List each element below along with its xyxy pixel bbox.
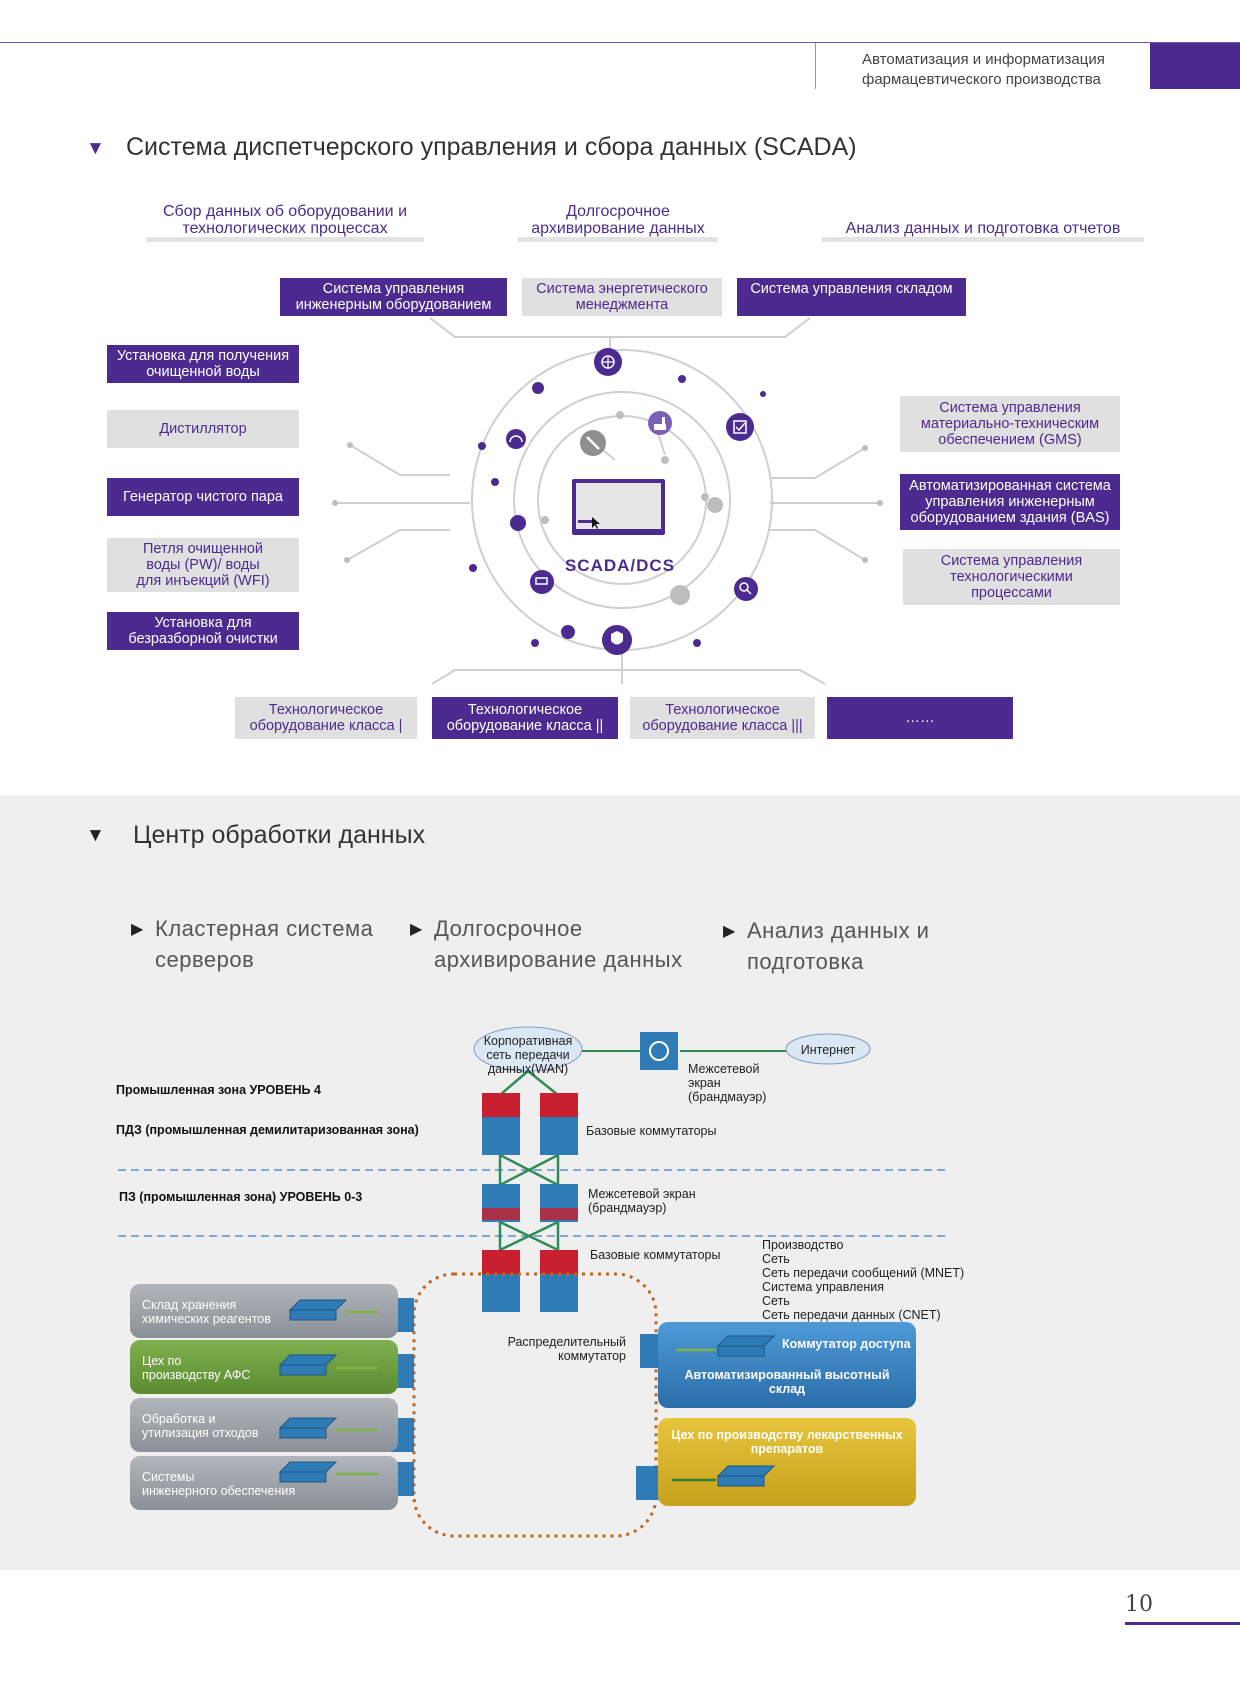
category-archiving: Долгосрочное архивирование данных: [518, 203, 718, 242]
category-data-collection: Сбор данных об оборудовании и технологич…: [146, 203, 424, 242]
core-switches-label: Базовые коммутаторы: [586, 1124, 717, 1138]
wan-label: Корпоративная сеть передачи данных(WAN): [483, 1034, 573, 1076]
zone-utilities: Системы инженерного обеспечения: [130, 1456, 398, 1510]
box-pw-wfi-loop: Петля очищенной воды (PW)/ воды для инъе…: [107, 538, 299, 592]
box-clean-steam-generator: Генератор чистого пара: [107, 478, 299, 516]
category-analysis: Анализ данных и подготовка отчетов: [822, 220, 1144, 242]
magnifier-icon: [734, 577, 758, 601]
box-equipment-class-1: Технологическое оборудование класса |: [235, 697, 417, 739]
wrench-icon: [580, 430, 606, 456]
item-server-cluster: Кластерная система серверов: [155, 916, 374, 972]
box-purified-water-unit: Установка для получения очищенной воды: [107, 345, 299, 383]
cart-icon: [530, 570, 554, 594]
header-title: Автоматизация и информатизация фармацевт…: [862, 51, 1105, 88]
dmz-label: ПДЗ (промышленная демилитаризованная зон…: [116, 1123, 419, 1137]
monitor-icon: [572, 479, 665, 535]
box-warehouse-control: Система управления складом: [737, 278, 966, 316]
internet-label: Интернет: [800, 1043, 856, 1057]
level4-label: Промышленная зона УРОВЕНЬ 4: [116, 1083, 321, 1097]
firewall-icon: [640, 1032, 678, 1070]
zone-drug-plant: Цех по производству лекарственных препар…: [658, 1418, 916, 1506]
zone-warehouse: Автоматизированный высотный склад: [658, 1322, 916, 1408]
zone-waste: Обработка и утилизация отходов: [130, 1398, 398, 1452]
firewall-switch-icon: [482, 1184, 578, 1222]
item-analysis: Анализ данных и подготовка: [747, 918, 930, 974]
box-engineering-control: Система управления инженерным оборудован…: [280, 278, 507, 316]
triangle-down-icon: ▼: [86, 825, 105, 846]
access-switches: [278, 1299, 776, 1487]
access-switch-label: Коммутатор доступа: [782, 1337, 911, 1351]
triangle-right-icon: ▶: [410, 921, 423, 938]
distribution-label: Распределительный коммутатор: [507, 1335, 626, 1363]
box-equipment-class-3: Технологическое оборудование класса |||: [630, 697, 815, 739]
triangle-right-icon: ▶: [131, 921, 144, 938]
box-cip-unit: Установка для безразборной очистки: [107, 612, 299, 650]
pz-label: ПЗ (промышленная зона) УРОВЕНЬ 0-3: [119, 1190, 363, 1204]
box-distiller: Дистиллятор: [107, 410, 299, 448]
core-switch-icon: [482, 1093, 578, 1155]
triangle-right-icon: ▶: [723, 923, 736, 940]
scada-diagram: [332, 317, 883, 685]
zone-chemical-storage: Склад хранения химических реагентов: [130, 1284, 398, 1338]
header-accent-block: [1150, 43, 1240, 89]
box-process-control: Система управления технологическими проц…: [903, 549, 1120, 605]
internet-cloud-icon: [785, 1033, 871, 1065]
gauge-icon: [506, 429, 526, 449]
firewall-top-label: Межсетевой экран (брандмауэр): [688, 1062, 767, 1104]
core-switch-icon: [482, 1250, 578, 1312]
box-energy-management: Система энергетического менеджмента: [522, 278, 722, 316]
item-archiving: Долгосрочное архивирование данных: [434, 916, 683, 972]
factory-icon: [648, 411, 672, 435]
globe-icon: [594, 348, 622, 376]
triangle-down-icon: ▼: [86, 138, 105, 159]
box-more: ……: [827, 697, 1013, 739]
checklist-icon: [726, 413, 754, 441]
header-separator: [815, 43, 816, 89]
core-switches-2-label: Базовые коммутаторы: [590, 1248, 721, 1262]
section-title-scada: Система диспетчерского управления и сбор…: [126, 133, 857, 161]
shield-icon: [602, 625, 632, 655]
production-list: Производство Сеть Сеть передачи сообщени…: [762, 1238, 965, 1322]
firewall-mid-label: Межсетевой экран (брандмауэр): [588, 1187, 696, 1215]
center-label: SCADA/DCS: [564, 556, 676, 575]
page-number-rule: [1125, 1622, 1240, 1625]
section-title-datacenter: Центр обработки данных: [133, 821, 426, 849]
header-rule: [0, 42, 1240, 43]
box-equipment-class-2: Технологическое оборудование класса ||: [432, 697, 618, 739]
box-bas: Автоматизированная система управления ин…: [900, 474, 1120, 530]
box-gms: Система управления материально-техническ…: [900, 396, 1120, 452]
page-number: 10: [1125, 1592, 1153, 1617]
